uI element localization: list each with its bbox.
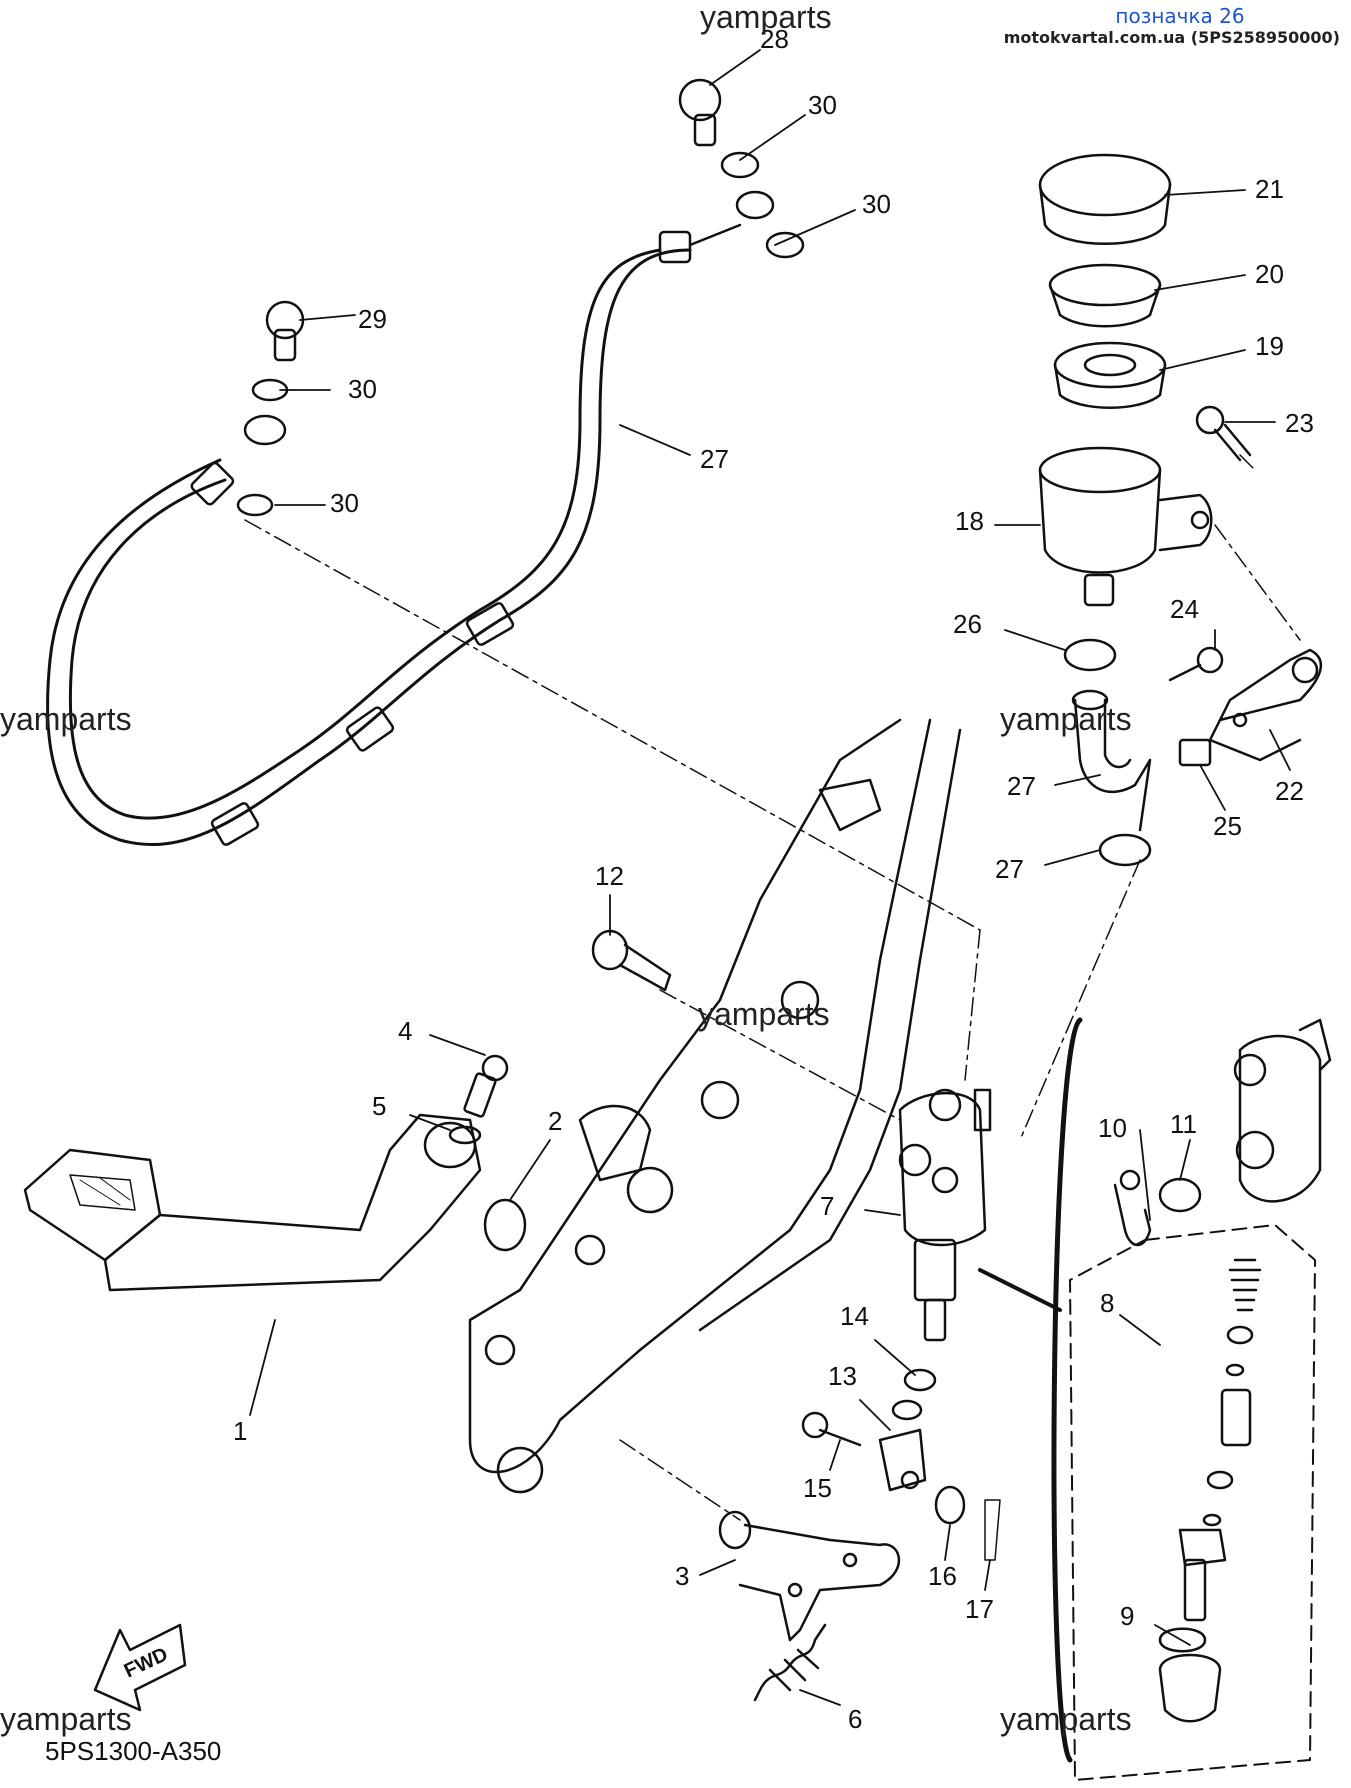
callout-13: 13: [828, 1361, 857, 1391]
reservoir-hose-26: [1071, 689, 1152, 832]
page-title: позначка 26: [1115, 4, 1245, 28]
callout-19: 19: [1255, 331, 1284, 361]
callout-10: 10: [1098, 1113, 1127, 1143]
callout-21: 21: [1255, 174, 1284, 204]
hose-clamp-27: [1063, 638, 1152, 867]
alignment-lines: [244, 454, 1301, 1521]
callout-29-top: 28: [760, 24, 789, 54]
watermark: yamparts: [700, 0, 832, 35]
watermark: yamparts: [698, 996, 830, 1032]
callout-16: 16: [928, 1561, 957, 1591]
watermark: yamparts: [1000, 1701, 1132, 1737]
callout-3: 3: [675, 1561, 689, 1591]
banjo-bolt-top: [678, 78, 805, 259]
callout-7: 7: [820, 1191, 834, 1221]
callout-23: 23: [1285, 408, 1314, 438]
brake-pedal-1: [23, 1113, 482, 1292]
clevis-13: [801, 1368, 1001, 1561]
callout-leaders: [249, 49, 1291, 1706]
callout-numbers: 28 30 30 29 30 30 27 21 20 19 23 18 26 2…: [233, 24, 1314, 1734]
bolt-4: [448, 1054, 527, 1252]
callout-5: 5: [372, 1091, 386, 1121]
callout-26: 27: [1007, 771, 1036, 801]
callout-20: 20: [1255, 259, 1284, 289]
watermark: yamparts: [1000, 701, 1132, 737]
brake-hose-28: [46, 223, 742, 846]
callout-8: 8: [1100, 1288, 1114, 1318]
watermark: yamparts: [0, 1701, 132, 1737]
diagram-code: 5PS1300-A350: [45, 1736, 221, 1766]
fwd-arrow: [93, 1623, 187, 1712]
callout-14: 14: [840, 1301, 869, 1331]
callout-24: 24: [1170, 594, 1199, 624]
page-subtitle: motokvartal.com.ua (5PS258950000): [1003, 28, 1340, 47]
callout-2: 2: [548, 1106, 562, 1136]
pedal-shaft-3: [718, 1510, 900, 1642]
callout-18: 18: [955, 506, 984, 536]
master-cylinder-7: [898, 1088, 992, 1342]
callout-27-top: 26: [953, 609, 982, 639]
callout-4: 4: [398, 1016, 412, 1046]
callout-29-left: 29: [358, 304, 387, 334]
callout-15: 15: [803, 1473, 832, 1503]
callout-11: 11: [1170, 1109, 1197, 1139]
bolt-12: [591, 929, 672, 992]
banjo-bolt-left: [236, 300, 305, 517]
bracket-22: [1168, 646, 1322, 767]
callout-1: 1: [233, 1416, 247, 1446]
callout-30-d: 30: [330, 488, 359, 518]
callout-28: 27: [700, 444, 729, 474]
callout-6: 6: [848, 1704, 862, 1734]
watermark: yamparts: [0, 701, 132, 737]
bolt-23: [1195, 405, 1252, 462]
callout-25: 25: [1213, 811, 1242, 841]
callout-17: 17: [965, 1594, 994, 1624]
callout-30-b: 30: [862, 189, 891, 219]
callout-22: 22: [1275, 776, 1304, 806]
callout-27-bottom: 27: [995, 854, 1024, 884]
callout-12: 12: [595, 861, 624, 891]
callout-30-a: 30: [808, 90, 837, 120]
footrest-bracket: [468, 718, 962, 1494]
master-cylinder-rebuild-kit: [978, 1017, 1332, 1781]
callout-30-c: 30: [348, 374, 377, 404]
callout-9: 9: [1120, 1601, 1134, 1631]
reservoir-assembly: [1038, 153, 1213, 607]
return-spring-6: [753, 1623, 827, 1702]
